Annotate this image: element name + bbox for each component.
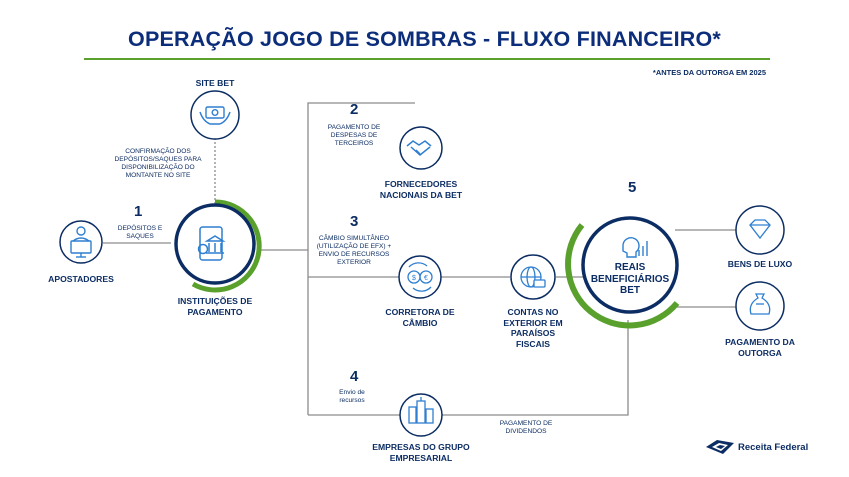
site-bet-node [190,90,240,140]
cambio-line3: ENVIO DE RECURSOS [318,251,390,258]
euro-glyph: € [424,275,428,282]
receita-federal-logo: Receita Federal [705,438,808,456]
handshake-icon [406,140,432,156]
depositos-line2: SAQUES [126,233,154,240]
hands-money-icon [199,106,231,125]
cambio-annotation: CÂMBIO SIMULTÂNEO (UTILIZAÇÃO DE EFX) + … [308,235,400,267]
instituicoes-label: INSTITUIÇÕES DE PAGAMENTO [165,296,265,317]
instituicoes-label-line2: PAGAMENTO [187,306,243,317]
apostadores-node [59,220,103,264]
bettor-computer-icon [70,226,92,258]
bens-luxo-label: BENS DE LUXO [727,259,793,269]
contas-node [510,254,556,300]
cambio-line1: CÂMBIO SIMULTÂNEO [318,235,390,242]
step-number-5: 5 [628,179,637,196]
currency-exchange-icon [407,262,433,292]
money-bag-icon [749,293,771,315]
contas-label-line2: EXTERIOR EM [503,317,563,328]
corretora-label: CORRETORA DE CÂMBIO [380,307,460,328]
reais-label-line3: BET [620,285,640,296]
buildings-icon [408,397,434,424]
confirmacao-line1: CONFIRMAÇÃO DOS [125,148,191,155]
diamond-icon [749,219,771,240]
outorga-node [735,281,785,331]
confirmacao-line4: MONTANTE NO SITE [125,172,191,179]
line-trunk [260,102,415,251]
outorga-label-line1: PAGAMENTO DA [725,337,795,347]
empresas-label: EMPRESAS DO GRUPO EMPRESARIAL [360,442,482,463]
receita-federal-text: Receita Federal [738,441,809,453]
contas-label-line1: CONTAS NO [507,307,559,317]
reais-beneficiarios-label: REAIS BENEFICIÁRIOS BET [590,262,670,297]
depositos-annotation: DEPÓSITOS E SAQUES [110,225,170,241]
confirmacao-annotation: CONFIRMAÇÃO DOS DEPÓSITOS/SAQUES PARA DI… [105,148,211,180]
connector-lines [103,102,737,416]
line-dividendos [441,320,629,416]
cambio-line4: EXTERIOR [337,259,371,266]
step-number-4: 4 [350,368,359,385]
empresas-label-line2: EMPRESARIAL [389,452,453,463]
contas-label: CONTAS NO EXTERIOR EM PARAÍSOS FISCAIS [495,307,571,349]
globe-card-icon [520,266,546,288]
reais-label-line2: BENEFICIÁRIOS [590,273,670,285]
outorga-label-line2: OUTORGA [738,347,782,358]
confirmacao-line2: DEPÓSITOS/SAQUES PARA [114,156,202,163]
confirmacao-line3: DISPONIBILIZAÇÃO DO [121,164,195,171]
corretora-label-line1: CORRETORA DE [385,307,455,317]
instituicoes-node [174,199,262,293]
despesas-line1: PAGAMENTO DE [327,124,381,131]
dollar-glyph: $ [412,275,416,282]
step-number-1: 1 [134,203,143,220]
corretora-node: $ € [398,255,442,299]
despesas-line2: DESPESAS DE [330,132,378,139]
corretora-label-line2: CÂMBIO [402,317,438,328]
empresas-label-line1: EMPRESAS DO GRUPO [372,442,470,452]
site-bet-label: SITE BET [195,78,235,88]
envio-line2: recursos [339,397,365,404]
cambio-line2: (UTILIZAÇÃO DE EFX) + [316,243,392,250]
dividendos-annotation: PAGAMENTO DE DIVIDENDOS [490,420,562,436]
despesas-annotation: PAGAMENTO DE DESPESAS DE TERCEIROS [318,124,390,148]
bank-phone-icon [197,226,226,261]
despesas-line3: TERCEIROS [334,140,374,147]
footnote-note: *ANTES DA OUTORGA EM 2025 [652,68,766,77]
apostadores-label: APOSTADORES [48,274,114,284]
dividendos-line2: DIVIDENDOS [505,428,547,435]
contas-label-line3: PARAÍSOS [510,328,556,338]
contas-label-line4: FISCAIS [516,338,550,349]
title-underline [84,58,770,60]
step-number-3: 3 [350,213,359,230]
reais-beneficiarios-node [565,216,680,329]
outorga-label: PAGAMENTO DA OUTORGA [720,337,800,358]
head-chart-icon [622,237,648,258]
step-number-2: 2 [350,101,359,118]
receita-federal-emblem-icon [706,440,734,454]
fornecedores-label-line2: NACIONAIS DA BET [379,189,463,200]
fornecedores-label: FORNECEDORES NACIONAIS DA BET [371,179,471,200]
dividendos-line1: PAGAMENTO DE [499,420,553,427]
fornecedores-label-line1: FORNECEDORES [384,179,458,189]
reais-label-line1: REAIS [614,262,646,273]
envio-annotation: Envio de recursos [326,389,378,405]
instituicoes-label-line1: INSTITUIÇÕES DE [177,296,253,306]
depositos-line1: DEPÓSITOS E [117,225,163,232]
fornecedores-node [399,126,443,170]
empresas-node [399,393,443,437]
envio-line1: Envio de [339,389,365,396]
page-title: OPERAÇÃO JOGO DE SOMBRAS - FLUXO FINANCE… [128,27,721,51]
bens-luxo-node [735,205,785,255]
